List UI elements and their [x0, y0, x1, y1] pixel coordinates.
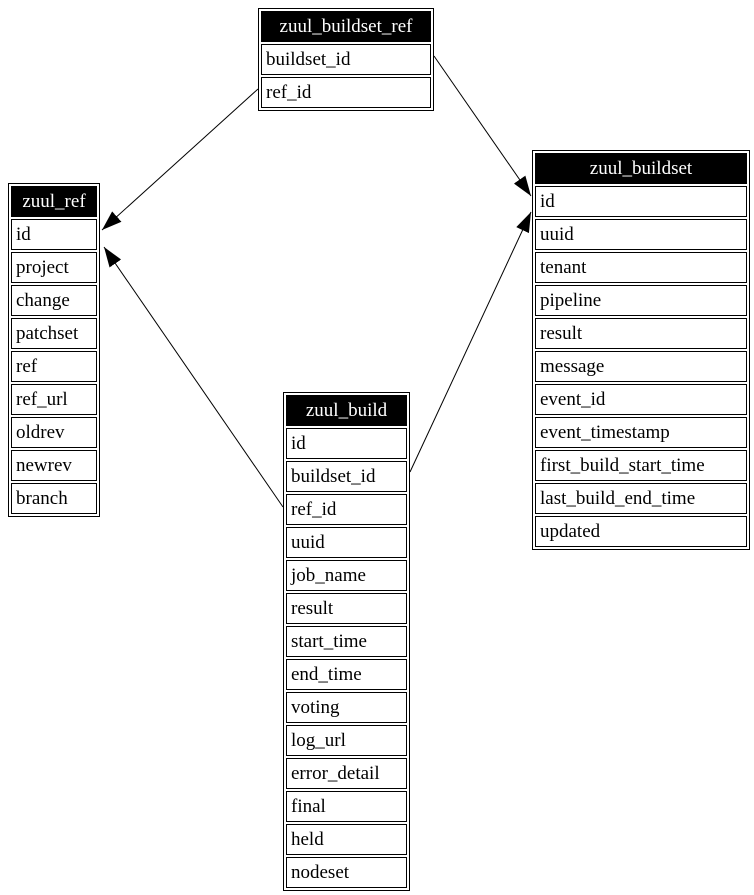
table-row-newrev: newrev: [11, 450, 97, 481]
table-row-result: result: [286, 593, 407, 624]
table-row-event_timestamp: event_timestamp: [535, 417, 747, 448]
table-row-buildset_id: buildset_id: [261, 44, 431, 75]
table-row-start_time: start_time: [286, 626, 407, 657]
table-row-oldrev: oldrev: [11, 417, 97, 448]
table-row-uuid: uuid: [535, 219, 747, 250]
table-row-patchset: patchset: [11, 318, 97, 349]
table-row-change: change: [11, 285, 97, 316]
table-row-ref_id: ref_id: [286, 494, 407, 525]
table-row-end_time: end_time: [286, 659, 407, 690]
table-row-result: result: [535, 318, 747, 349]
table-row-first_build_start_time: first_build_start_time: [535, 450, 747, 481]
table-row-error_detail: error_detail: [286, 758, 407, 789]
table-row-log_url: log_url: [286, 725, 407, 756]
table-row-nodeset: nodeset: [286, 857, 407, 888]
table-row-uuid: uuid: [286, 527, 407, 558]
edge-buildset_ref-to-buildset: [433, 55, 532, 197]
table-row-tenant: tenant: [535, 252, 747, 283]
table-row-final: final: [286, 791, 407, 822]
table-row-ref_id: ref_id: [261, 77, 431, 108]
edge-build-to-ref: [103, 246, 284, 508]
table-row-ref_url: ref_url: [11, 384, 97, 415]
table-row-voting: voting: [286, 692, 407, 723]
table-row-last_build_end_time: last_build_end_time: [535, 483, 747, 514]
edge-build-to-buildset: [409, 211, 532, 473]
table-row-project: project: [11, 252, 97, 283]
entity-title-zuul_buildset: zuul_buildset: [535, 153, 747, 184]
table-row-updated: updated: [535, 516, 747, 547]
edge-buildset_ref-to-ref: [101, 88, 259, 231]
table-row-id: id: [11, 219, 97, 250]
entity-title-zuul_buildset_ref: zuul_buildset_ref: [261, 11, 431, 42]
table-row-id: id: [286, 428, 407, 459]
table-row-held: held: [286, 824, 407, 855]
entity-title-zuul_build: zuul_build: [286, 395, 407, 426]
table-row-ref: ref: [11, 351, 97, 382]
table-row-buildset_id: buildset_id: [286, 461, 407, 492]
table-row-event_id: event_id: [535, 384, 747, 415]
entity-title-zuul_ref: zuul_ref: [11, 186, 97, 217]
table-row-branch: branch: [11, 483, 97, 514]
table-row-message: message: [535, 351, 747, 382]
table-row-job_name: job_name: [286, 560, 407, 591]
table-row-id: id: [535, 186, 747, 217]
table-row-pipeline: pipeline: [535, 285, 747, 316]
